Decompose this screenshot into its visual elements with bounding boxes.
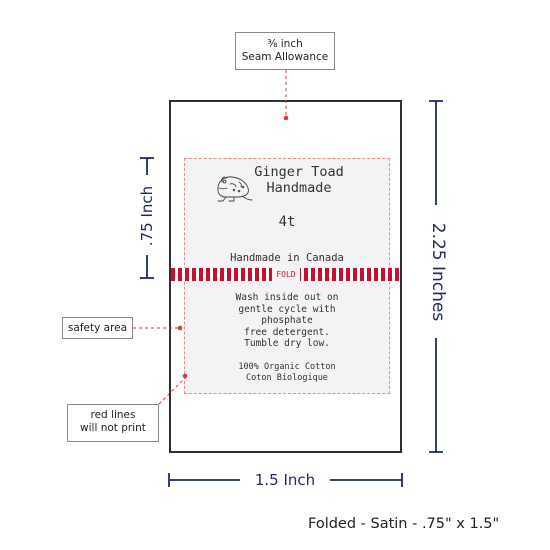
size-text: 4t xyxy=(278,214,296,230)
width-label: 1.5 Inch xyxy=(254,471,316,489)
material-text: 100% Organic Cotton Coton Biologique xyxy=(184,362,390,383)
height-full-label: 2.25 Inches xyxy=(428,222,448,322)
care-line: phosphate xyxy=(261,315,313,326)
care-line: gentle cycle with xyxy=(238,303,336,315)
seam-allowance-label: Seam Allowance xyxy=(241,51,329,64)
red-lines-callout: red lines will not print xyxy=(67,404,159,442)
height-half-label: .75 Inch xyxy=(138,185,156,247)
redlines-leader-dot xyxy=(182,373,188,379)
brand-line-2: Handmade xyxy=(266,180,332,196)
brand-name: Ginger Toad Handmade xyxy=(246,164,352,196)
seam-allowance-value: ⅜ inch xyxy=(267,38,303,50)
toad-logo-icon xyxy=(217,176,253,202)
safety-leader-dot xyxy=(177,325,183,331)
safety-area-callout: safety area xyxy=(62,317,133,339)
care-line: free detergent. xyxy=(244,326,330,338)
seam-allowance-callout: ⅜ inch Seam Allowance xyxy=(235,32,335,70)
red-lines-text-1: red lines xyxy=(90,409,136,421)
footer-caption: Folded - Satin - .75" x 1.5" xyxy=(308,516,500,532)
care-line: Wash inside out on xyxy=(235,292,339,303)
material-line: Coton Biologique xyxy=(246,372,328,383)
brand-line-1: Ginger Toad xyxy=(254,164,344,180)
seam-leader-dot xyxy=(283,115,289,121)
care-instructions: Wash inside out on gentle cycle with pho… xyxy=(184,292,390,350)
origin-text: Handmade in Canada xyxy=(230,252,344,264)
care-line: Tumble dry low. xyxy=(244,338,330,349)
fold-label: FOLD xyxy=(271,268,301,281)
material-line: 100% Organic Cotton xyxy=(238,362,336,372)
red-lines-text-2: will not print xyxy=(80,422,146,435)
redlines-leader-line xyxy=(158,377,186,405)
